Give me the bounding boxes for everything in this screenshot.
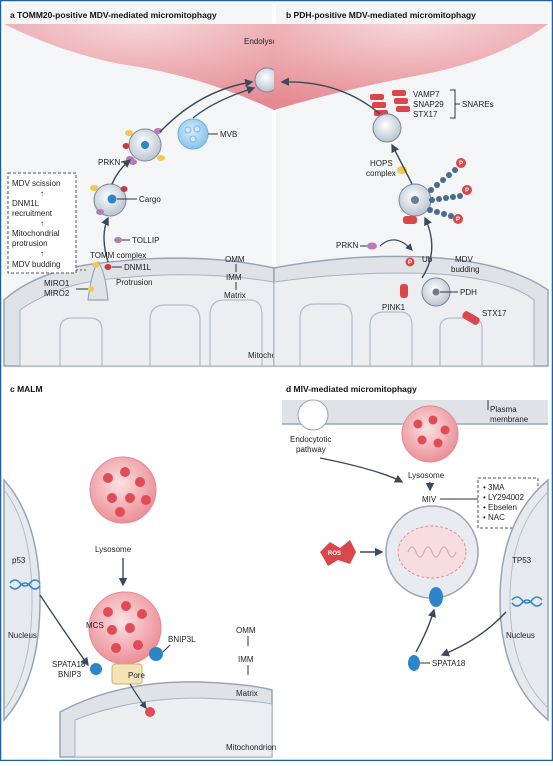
panel-b: b PDH-positive MDV-mediated micromitopha…: [273, 10, 549, 367]
hops-complex-label: complex: [366, 169, 396, 178]
stx17-label: STX17: [482, 309, 507, 318]
svg-text:↑: ↑: [40, 219, 44, 228]
snares-label: SNAREs: [462, 100, 494, 109]
imm-label-a: IMM: [226, 273, 242, 282]
bnip3-label: BNIP3: [58, 670, 82, 679]
tomm-complex-label: TOMM complex: [90, 251, 146, 260]
imm-c: [74, 697, 273, 758]
panel-b-title: b PDH-positive MDV-mediated micromitopha…: [286, 10, 476, 20]
spata18-bottom: [408, 655, 420, 671]
inhibitor-3: • Ebselen: [483, 503, 517, 512]
spata18-protein-d: [429, 587, 443, 607]
miv-label: MIV: [422, 495, 437, 504]
tollip-label: TOLLIP: [132, 236, 159, 245]
mvb-label: MVB: [220, 130, 237, 139]
nucleus-label-c: Nucleus: [8, 631, 37, 640]
panel-c: c MALM p53 Nucleus Lysosome Pore MCS: [3, 384, 276, 758]
step-mdv-budding: MDV budding: [12, 260, 60, 269]
mitochondrion-label-c: Mitochondrion: [226, 743, 276, 752]
ros-label: ROS: [328, 551, 341, 557]
spata18-label-c: SPATA18: [52, 660, 86, 669]
dnm1l-label-a: DNM1L: [124, 263, 152, 272]
endolysosome-a: [4, 24, 274, 110]
plasma-label: Plasma: [490, 405, 517, 414]
svg-text:↑: ↑: [40, 189, 44, 198]
step-recruitment: recruitment: [12, 209, 53, 218]
endolysosome-b: [274, 24, 548, 110]
bnip3l-protein: [149, 647, 163, 661]
omm-label-a: OMM: [225, 255, 245, 264]
step-dnm1l: DNM1L: [12, 199, 40, 208]
lysosome-label-c: Lysosome: [95, 545, 132, 554]
p-badge-4: P: [408, 260, 412, 266]
step-mdv-scission: MDV scission: [12, 179, 60, 188]
mdv-label-b: MDV: [455, 255, 473, 264]
mcs-label: MCS: [86, 621, 104, 630]
svg-text:↑: ↑: [40, 249, 44, 258]
p-badge-3: P: [456, 217, 460, 223]
pathway-label: pathway: [296, 445, 326, 454]
tp53-label: TP53: [512, 556, 532, 565]
process-steps-box: [7, 172, 77, 274]
budding-label-b: budding: [451, 265, 479, 274]
p-badge-1: P: [459, 161, 463, 167]
step-protrusion: protrusion: [12, 239, 48, 248]
miro1-label: MIRO1: [44, 279, 70, 288]
snap29-label: SNAP29: [413, 100, 444, 109]
nucleus-d: [499, 478, 549, 722]
membrane-label: membrane: [490, 415, 529, 424]
prkn-label-a: PRKN: [98, 158, 120, 167]
panel-a-title: a TOMM20-positive MDV-mediated micromito…: [10, 10, 217, 20]
hops-label: HOPS: [370, 159, 393, 168]
matrix-label-a: Matrix: [224, 291, 246, 300]
cargo-label: Cargo: [139, 195, 161, 204]
mitochondrion-label-a: Mitochondrion: [248, 351, 298, 360]
inhibitor-4: • NAC: [483, 513, 505, 522]
mvb-vesicle: [177, 118, 209, 150]
step-mitochondrial: Mitochondrial: [12, 229, 60, 238]
vamp7-label: VAMP7: [413, 90, 440, 99]
panel-d: d MIV-mediated micromitophagy Plasma mem…: [282, 384, 549, 722]
imm-label-c: IMM: [238, 655, 254, 664]
prkn-label-b: PRKN: [336, 241, 358, 250]
endolysosome-label: Endolysosome: [244, 37, 297, 46]
panel-d-title: d MIV-mediated micromitophagy: [286, 384, 417, 394]
stx17-snare-label: STX17: [413, 110, 438, 119]
p53-label: p53: [12, 556, 26, 565]
pore-label: Pore: [128, 671, 145, 680]
p-badge-2: P: [465, 188, 469, 194]
lysosome-d: [401, 405, 459, 463]
pink1-label: PINK1: [382, 303, 406, 312]
ros-burst: [320, 540, 356, 566]
protrusion-label: Protrusion: [116, 278, 152, 287]
spata18-protein-c: [90, 663, 102, 675]
pore-shape: [111, 663, 143, 685]
spata18-label-d: SPATA18: [432, 659, 466, 668]
snare-proteins: [370, 90, 410, 116]
miro2-label: MIRO2: [44, 289, 70, 298]
inhibitor-2: • LY294002: [483, 493, 524, 502]
ub-label: Ub: [422, 255, 433, 264]
endocytotic-vesicle: [297, 399, 329, 431]
pdh-label: PDH: [460, 288, 477, 297]
lysosome-label-d: Lysosome: [408, 471, 445, 480]
omm-label-c: OMM: [236, 626, 256, 635]
endocytotic-label: Endocytotic: [290, 435, 331, 444]
imm-b: [273, 272, 535, 367]
pdh-mdv-fusing: [372, 113, 402, 143]
nucleus-label-d: Nucleus: [506, 631, 535, 640]
panel-c-title: c MALM: [10, 384, 43, 394]
bnip3l-label: BNIP3L: [168, 635, 196, 644]
matrix-label-c: Matrix: [236, 689, 258, 698]
panel-a: a TOMM20-positive MDV-mediated micromito…: [3, 10, 298, 367]
nucleus-c: [3, 478, 41, 722]
inhibitor-1: • 3MA: [483, 483, 505, 492]
